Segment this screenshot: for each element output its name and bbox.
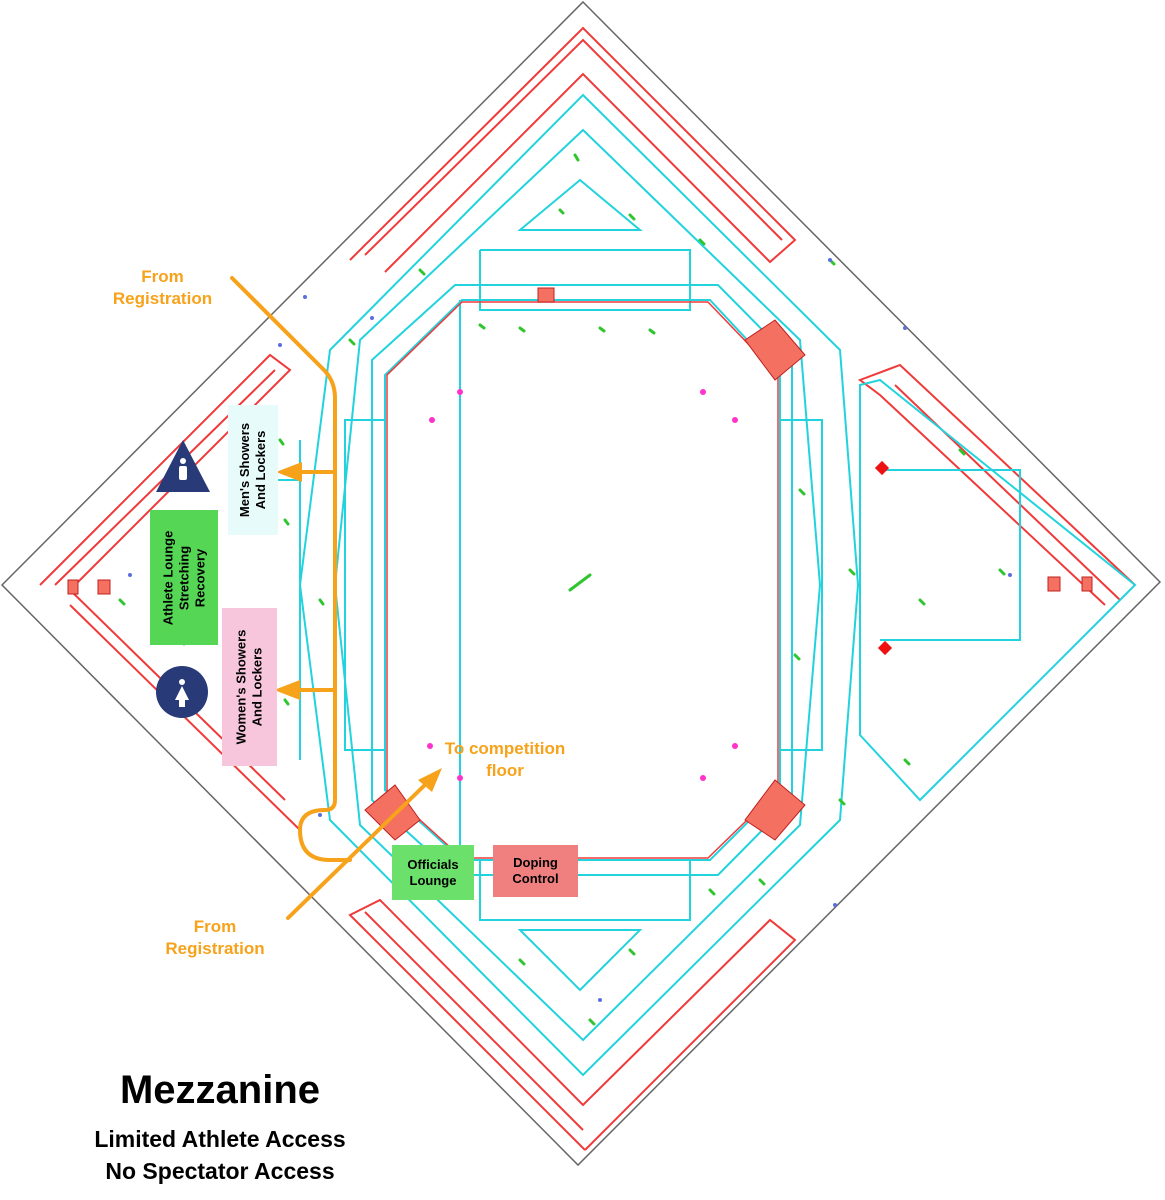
- athlete-lounge-label: Athlete Lounge Stretching Recovery: [150, 510, 218, 645]
- from-registration-top-label: From Registration: [112, 267, 213, 308]
- womens-showers-label: Women's Showers And Lockers: [222, 608, 277, 766]
- floor-points: [427, 389, 738, 781]
- access-note-athletes: Limited Athlete Access: [94, 1126, 346, 1152]
- officials-lounge-label: Officials Lounge: [392, 845, 474, 900]
- doping-control-label: Doping Control: [493, 845, 578, 897]
- column-points: [128, 258, 1012, 1002]
- access-note-spectators: No Spectator Access: [105, 1158, 335, 1184]
- from-registration-bottom-label: From Registration: [165, 917, 265, 958]
- men-restroom-icon: [156, 440, 210, 492]
- athlete-routes: [230, 276, 432, 920]
- women-restroom-icon: [156, 666, 208, 718]
- red-markers: [874, 460, 893, 656]
- to-competition-floor-label: To competition floor: [444, 739, 566, 780]
- mens-showers-label: Men's Showers And Lockers: [228, 405, 278, 535]
- fixtures: [118, 153, 1006, 1026]
- stairs: [67, 287, 1093, 841]
- route-arrow-icon: [274, 462, 442, 792]
- floor-title: Mezzanine: [119, 1068, 321, 1112]
- concourse-walls: [249, 93, 1137, 1077]
- competition-floor-edge: [386, 301, 779, 859]
